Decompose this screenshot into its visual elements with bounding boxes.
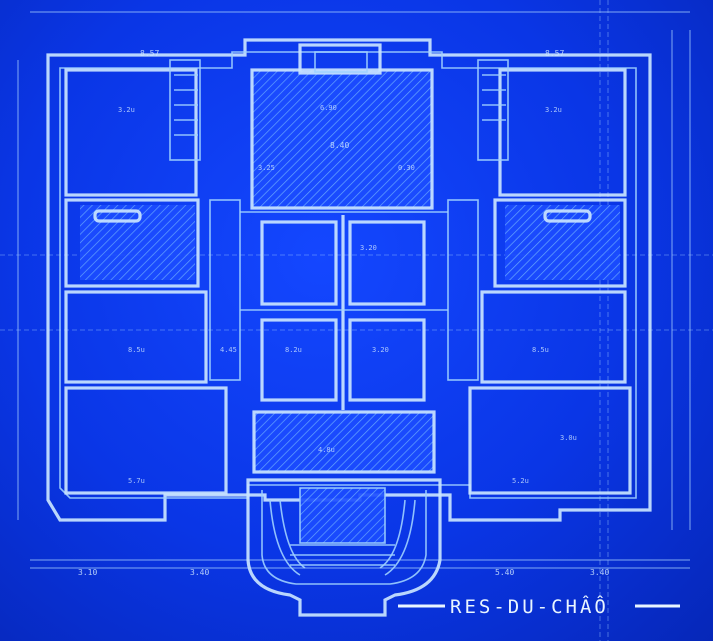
room-label: 3.0u xyxy=(560,434,577,442)
plan-title: RES-DU-CHÂÔ xyxy=(450,594,609,618)
room-label: 5.2u xyxy=(512,477,529,485)
exterior-walls xyxy=(46,38,652,522)
room-label: 3.2u xyxy=(118,106,135,114)
room-label: 4.8u xyxy=(318,446,335,454)
central-rooms xyxy=(240,43,448,474)
room-label: 0.30 xyxy=(398,164,415,172)
room-label: 3.20 xyxy=(360,244,377,252)
room-label: 4.45 xyxy=(220,346,237,354)
dim-bottom-3: 5.40 xyxy=(495,568,514,577)
room-label: 3.2u xyxy=(545,106,562,114)
room-label: 5.7u xyxy=(128,477,145,485)
left-wing-rooms xyxy=(64,59,241,495)
drawing-title: RES-DU-CHÂÔ xyxy=(398,594,680,618)
dimension-labels: 8.57 8.40 8.57 3.10 3.40 5.40 3.40 3.2u … xyxy=(78,49,609,577)
right-wing-rooms xyxy=(447,59,632,495)
room-label: 6.90 xyxy=(320,104,337,112)
room-label: 3.25 xyxy=(258,164,275,172)
entrance-stair-bay xyxy=(246,478,442,617)
dim-top-left: 8.57 xyxy=(140,49,159,58)
dim-bottom-2: 3.40 xyxy=(190,568,209,577)
dim-bottom-1: 3.10 xyxy=(78,568,97,577)
dim-top-center: 8.40 xyxy=(330,141,349,150)
room-label: 8.5u xyxy=(532,346,549,354)
room-label: 8.5u xyxy=(128,346,145,354)
room-label: 3.20 xyxy=(372,346,389,354)
dim-bottom-4: 3.40 xyxy=(590,568,609,577)
dim-top-right: 8.57 xyxy=(545,49,564,58)
room-label: 8.2u xyxy=(285,346,302,354)
